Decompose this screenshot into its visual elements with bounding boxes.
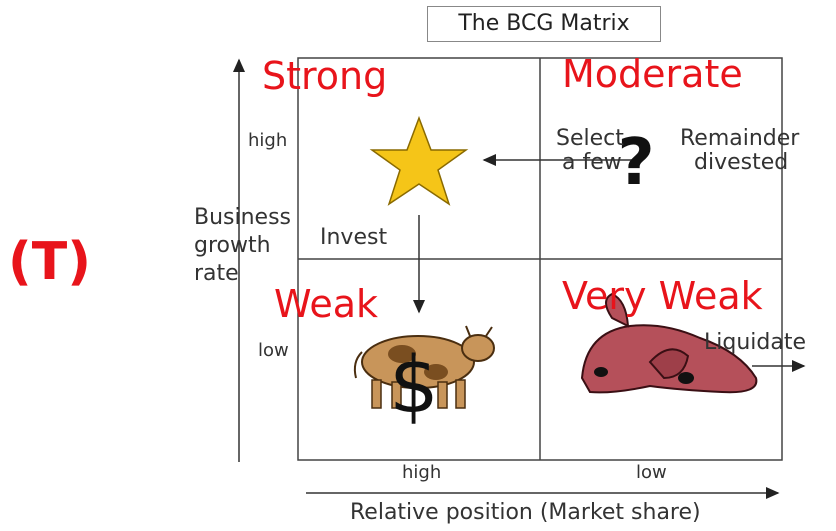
quadrant-moderate-label: Moderate xyxy=(562,52,743,96)
y-axis-title-line-2: growth xyxy=(194,233,271,258)
quadrant-very-weak-label: Very Weak xyxy=(562,274,763,318)
select-line-1: Select xyxy=(556,126,624,151)
x-axis-low-label: low xyxy=(636,462,667,483)
quadrant-weak-label: Weak xyxy=(274,282,379,326)
x-axis-high-label: high xyxy=(402,462,442,483)
t-label: (T) xyxy=(8,232,92,292)
svg-text:?: ? xyxy=(617,126,654,200)
liquidate-label: Liquidate xyxy=(704,330,806,355)
select-a-few-label: Select a few xyxy=(556,127,624,175)
y-axis-title-line-3: rate xyxy=(194,261,239,286)
dollar-sign: $ xyxy=(389,341,439,431)
y-axis-high-label: high xyxy=(248,130,288,151)
remainder-divested-label: Remainder divested xyxy=(680,127,799,175)
matrix-title: The BCG Matrix xyxy=(427,6,661,42)
matrix-grid xyxy=(297,57,783,461)
dog-icon xyxy=(580,292,758,394)
y-axis-title: Business growth rate xyxy=(194,204,291,288)
question-mark-icon: ? xyxy=(617,126,654,200)
select-line-2: a few xyxy=(562,150,622,175)
x-axis-title: Relative position (Market share) xyxy=(350,500,701,525)
y-axis-title-line-1: Business xyxy=(194,205,292,230)
cash-cow-icon: $ xyxy=(353,325,495,431)
y-axis-low-label: low xyxy=(258,340,289,361)
quadrant-strong-label: Strong xyxy=(262,54,388,98)
remainder-line-1: Remainder xyxy=(680,126,800,151)
star-icon xyxy=(369,115,469,206)
invest-label: Invest xyxy=(320,225,388,250)
remainder-line-2: divested xyxy=(694,150,789,175)
